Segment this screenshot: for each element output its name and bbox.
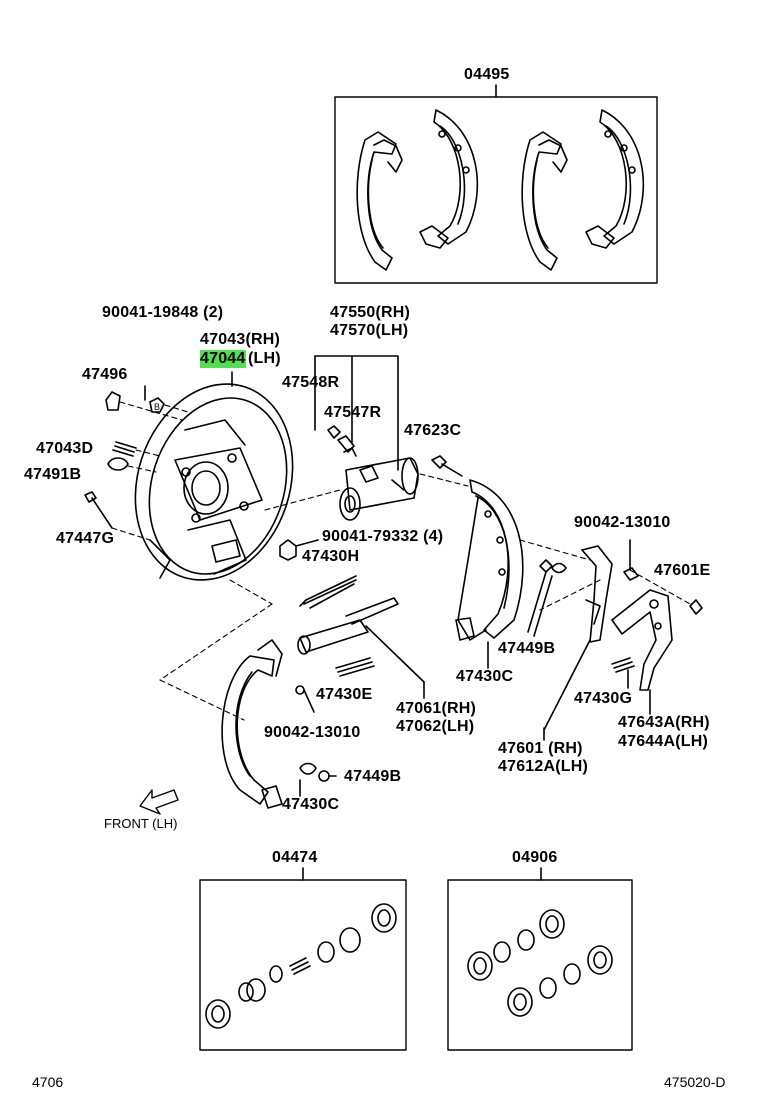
label-plug-d: 47043D xyxy=(36,440,94,457)
label-plug: 47496 xyxy=(82,366,128,383)
label-spring-b: 47449B xyxy=(498,640,556,657)
svg-text:B: B xyxy=(154,402,160,412)
label-nut: 90041-79332 (4) xyxy=(322,528,444,545)
label-spring-g: 47430G xyxy=(574,690,633,707)
cup-kit-parts xyxy=(467,909,613,1017)
adjuster xyxy=(297,597,425,699)
shoe-kit-shoes xyxy=(356,109,645,271)
label-adj-rh: 47061(RH) xyxy=(396,700,477,717)
label-spring-h: 47430H xyxy=(302,548,360,565)
footer-left: 4706 xyxy=(32,1074,64,1090)
spring-h xyxy=(299,575,357,609)
label-cyl-lh: 47570(LH) xyxy=(330,322,409,339)
label-plate-rh: 47043(RH) xyxy=(200,331,281,348)
label-adj-lh: 47062(LH) xyxy=(396,718,475,735)
nut-bolt xyxy=(279,539,319,561)
clip-top xyxy=(623,539,639,581)
pin-c xyxy=(431,455,463,477)
label-park-lh: 47612A(LH) xyxy=(498,758,589,775)
label-shoe-c2: 47430C xyxy=(282,796,340,813)
label-spring-e: 47430E xyxy=(316,686,373,703)
small-parts-left: B xyxy=(84,391,165,529)
spring-g xyxy=(611,657,635,673)
label-clip-top: 90042-13010 xyxy=(574,514,671,531)
label-plate-lh-code: 47044 xyxy=(200,350,246,368)
label-shoe-kit: 04495 xyxy=(464,66,510,83)
label-clip-bottom: 90042-13010 xyxy=(264,724,361,741)
footer-right: 475020-D xyxy=(664,1074,726,1090)
wheel-cylinder xyxy=(314,355,419,521)
label-bleeder: 47548R xyxy=(282,374,340,391)
spring-e xyxy=(335,657,375,677)
label-front: FRONT (LH) xyxy=(104,816,178,831)
right-shoe xyxy=(455,479,524,669)
parking-lever xyxy=(543,545,613,741)
label-cyl-rh: 47550(RH) xyxy=(330,304,411,321)
backing-plate xyxy=(134,383,294,581)
label-cup-kit: 04906 xyxy=(512,849,558,866)
cup-kit-box xyxy=(447,879,633,1051)
label-lever-lh: 47644A(LH) xyxy=(618,733,709,750)
label-pin-g: 47447G xyxy=(56,530,115,547)
label-spring-b2: 47449B xyxy=(344,768,402,785)
label-lever-rh: 47643A(RH) xyxy=(618,714,710,731)
dashed-leaders xyxy=(111,401,691,721)
cylinder-kit-parts xyxy=(205,903,397,1029)
spring-right xyxy=(527,559,567,637)
label-boot-b: 47491B xyxy=(24,466,82,483)
adjuster-lever xyxy=(611,589,703,715)
label-pin-c: 47623C xyxy=(404,422,462,439)
label-lever-e: 47601E xyxy=(654,562,711,579)
shoe-kit-box xyxy=(334,96,658,284)
left-shoe xyxy=(221,639,337,809)
label-plate-lh-side: (LH) xyxy=(248,350,281,367)
label-cylinder-kit: 04474 xyxy=(272,849,318,866)
label-park-rh: 47601 (RH) xyxy=(498,740,583,757)
label-bleeder-cap: 47547R xyxy=(324,404,382,421)
front-arrow-icon xyxy=(139,789,179,815)
label-bolt: 90041-19848 (2) xyxy=(102,304,224,321)
label-shoe-c: 47430C xyxy=(456,668,514,685)
